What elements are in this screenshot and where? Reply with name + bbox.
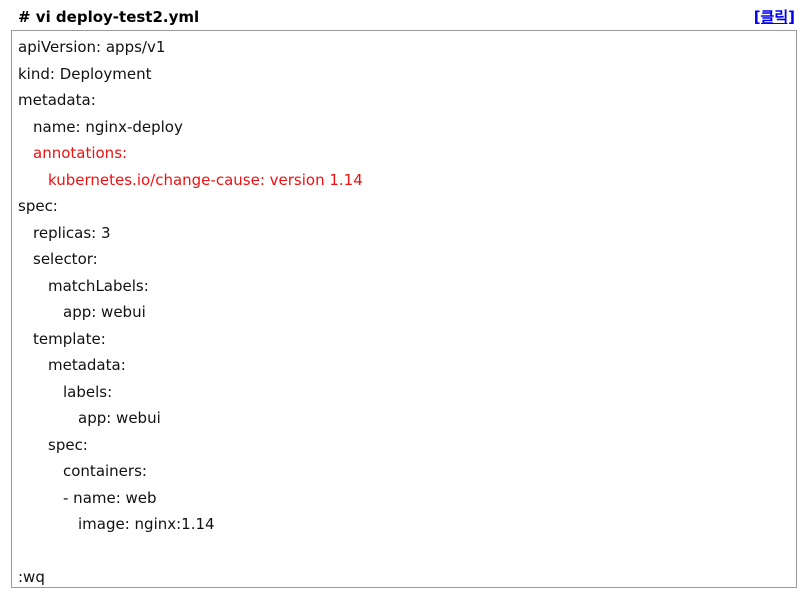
code-line: annotations: bbox=[33, 144, 128, 162]
code-line: replicas: 3 bbox=[33, 223, 111, 242]
code-line: :wq bbox=[18, 568, 45, 586]
code-line: kubernetes.io/change-cause: version 1.14 bbox=[48, 170, 363, 189]
code-line: containers: bbox=[63, 462, 147, 480]
code-line: apiVersion: apps/v1 bbox=[18, 38, 166, 56]
code-line: metadata: bbox=[18, 91, 96, 109]
header-bar: # vi deploy-test2.yml [클릭] bbox=[18, 6, 798, 28]
code-line: metadata: bbox=[48, 356, 126, 374]
code-line: name: nginx-deploy bbox=[33, 117, 183, 136]
code-line: matchLabels: bbox=[48, 276, 149, 295]
code-line: selector: bbox=[33, 250, 98, 268]
file-title: # vi deploy-test2.yml bbox=[18, 8, 200, 26]
code-line: image: nginx:1.14 bbox=[78, 515, 215, 533]
click-link[interactable]: [클릭] bbox=[753, 8, 795, 26]
code-line: template: bbox=[33, 329, 106, 348]
code-line: - name: web bbox=[63, 488, 157, 507]
code-line: spec: bbox=[18, 197, 58, 215]
code-block: apiVersion: apps/v1 kind: Deployment metad… bbox=[11, 30, 797, 588]
code-line: spec: bbox=[48, 435, 88, 454]
code-line-blank bbox=[18, 538, 790, 565]
code-line: app: webui bbox=[63, 303, 146, 321]
code-line: kind: Deployment bbox=[18, 64, 152, 83]
code-lines: apiVersion: apps/v1 kind: Deployment metad… bbox=[18, 34, 790, 591]
code-line: app: webui bbox=[78, 409, 161, 427]
code-line: labels: bbox=[63, 382, 113, 401]
